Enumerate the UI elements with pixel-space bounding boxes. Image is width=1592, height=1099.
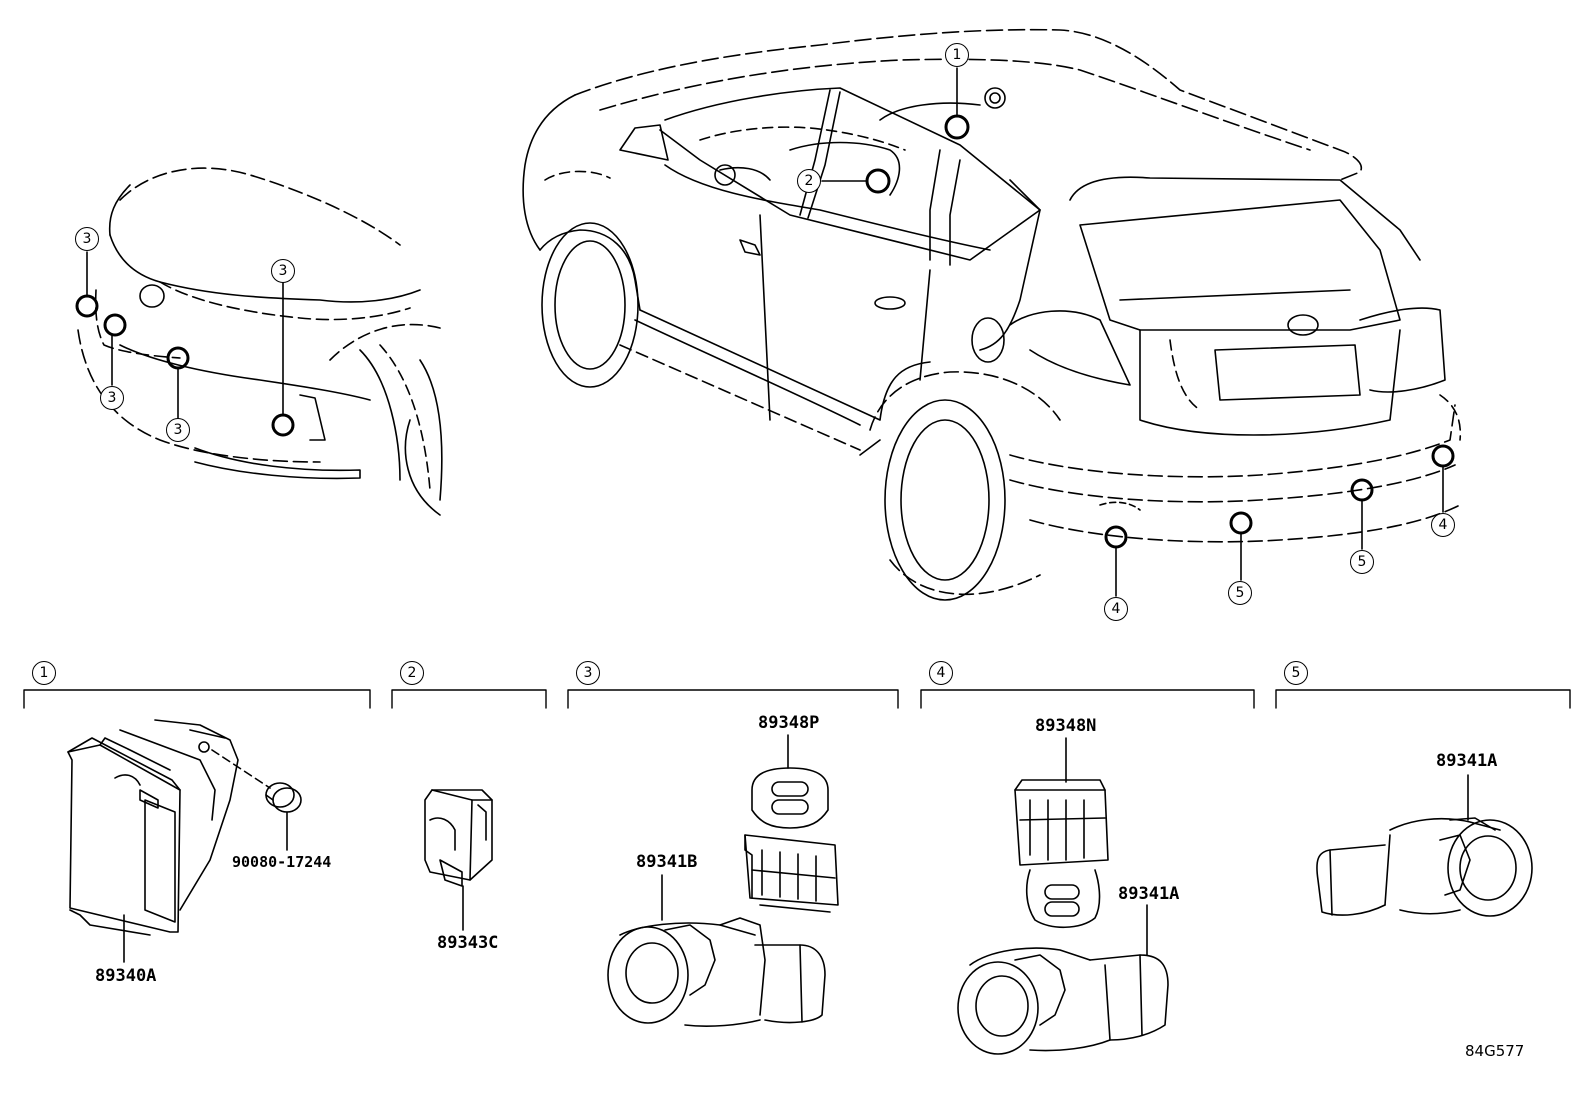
callout-2-vehicle: 2 [797,169,821,193]
callout-3-front-a: 3 [75,227,99,251]
part-number-89341a-section4[interactable]: 89341A [1118,884,1180,904]
part-number-89348p[interactable]: 89348P [758,713,820,733]
vehicle-rear-view [522,28,1462,601]
part-number-89348n[interactable]: 89348N [1035,716,1097,736]
part-89341b-drawing [607,874,826,1027]
part-89348p-drawing [744,734,839,913]
callout-5-rear-a: 5 [1228,581,1252,605]
diagram-code: 84G577 [1465,1042,1525,1060]
part-number-89343c[interactable]: 89343C [437,933,499,953]
section-1-index: 1 [32,661,56,685]
front-bumper-view [75,167,443,516]
callout-3-front-c: 3 [166,418,190,442]
part-number-89341b[interactable]: 89341B [636,852,698,872]
part-89341a-section4-drawing [957,904,1169,1055]
callout-3-front-b: 3 [100,386,124,410]
section-4-index: 4 [929,661,953,685]
part-89348n-drawing [1014,737,1109,929]
section-2-index: 2 [400,661,424,685]
callout-4-rear-b: 4 [1431,513,1455,537]
part-number-89340a[interactable]: 89340A [95,966,157,986]
callout-1-vehicle: 1 [945,43,969,67]
section-3-index: 3 [576,661,600,685]
part-89340a-drawing [67,719,271,963]
section-brackets [23,689,1571,709]
part-89343c-drawing [424,789,493,931]
part-number-90080-17244[interactable]: 90080-17244 [232,853,332,871]
callout-3-front-d: 3 [271,259,295,283]
section-5-index: 5 [1284,661,1308,685]
callout-5-rear-b: 5 [1350,550,1374,574]
callout-4-rear-a: 4 [1104,597,1128,621]
part-89341a-section5-drawing [1316,774,1533,917]
part-90080-17244-drawing [265,782,302,851]
part-number-89341a-section5[interactable]: 89341A [1436,751,1498,771]
